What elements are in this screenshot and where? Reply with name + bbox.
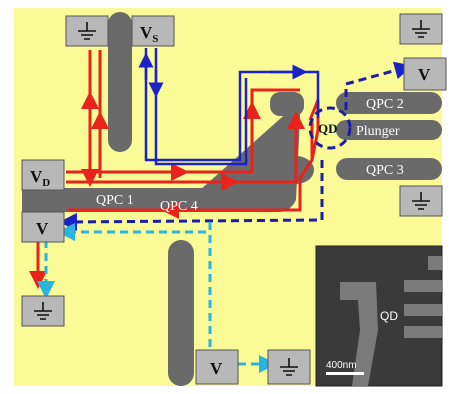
qpc4-label: QPC 4	[160, 199, 198, 214]
scale-bar-label: 400nm	[326, 360, 357, 371]
scale-bar	[326, 372, 364, 375]
sem-inset: QD 400nm	[316, 246, 442, 386]
qpc1-label: QPC 1	[96, 193, 134, 208]
v-left-label: V	[36, 219, 49, 238]
v-bottom-label: V	[210, 359, 223, 378]
plunger-label: Plunger	[356, 124, 400, 139]
v-right-label: V	[418, 65, 431, 84]
qpc3-label: QPC 3	[366, 163, 404, 178]
qpc2-label: QPC 2	[366, 97, 404, 112]
qd-label: QD	[318, 121, 338, 136]
inset-qd-label: QD	[380, 309, 398, 323]
